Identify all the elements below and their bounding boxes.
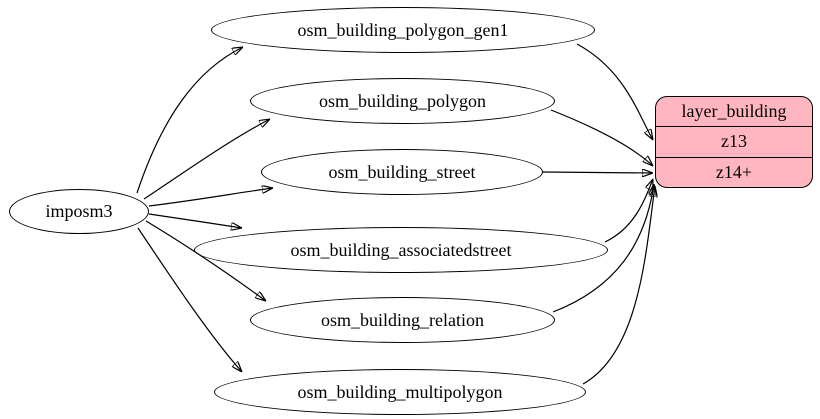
edge-street-to-z14 (542, 172, 653, 173)
edge-imposm3-to-associatedstreet (148, 213, 242, 228)
node-osm-building-multipolygon-label: osm_building_multipolygon (297, 381, 503, 402)
layer-node: layer_building z13 z14+ (655, 96, 813, 188)
edge-imposm3-to-street (148, 188, 273, 207)
layer-node-title: layer_building (681, 101, 787, 122)
node-imposm3-label: imposm3 (45, 201, 113, 221)
node-osm-building-polygon: osm_building_polygon (250, 78, 555, 124)
edge-polygon-to-z14 (550, 109, 653, 166)
layer-node-z14-label: z14+ (715, 161, 753, 182)
layer-node-z13-row: z13 (656, 126, 812, 156)
node-osm-building-associatedstreet-label: osm_building_associatedstreet (290, 239, 512, 260)
layer-node-z13-label: z13 (721, 131, 747, 152)
edge-imposm3-to-polygon-gen1 (136, 47, 243, 194)
node-osm-building-polygon-gen1: osm_building_polygon_gen1 (211, 7, 595, 53)
layer-node-z14-row: z14+ (656, 156, 812, 187)
node-osm-building-associatedstreet: osm_building_associatedstreet (194, 227, 608, 273)
node-osm-building-polygon-label: osm_building_polygon (318, 90, 486, 111)
node-osm-building-relation-label: osm_building_relation (321, 309, 484, 330)
edge-multipolygon-to-z14 (582, 186, 655, 385)
edge-imposm3-to-polygon (143, 119, 270, 200)
node-osm-building-street: osm_building_street (261, 149, 543, 195)
edge-associatedstreet-to-z14 (604, 179, 653, 243)
node-osm-building-street-label: osm_building_street (328, 161, 476, 182)
node-imposm3: imposm3 (9, 189, 149, 234)
node-osm-building-relation: osm_building_relation (250, 297, 555, 343)
edge-polygon-gen1-to-z13 (576, 43, 653, 140)
node-osm-building-multipolygon: osm_building_multipolygon (214, 369, 586, 415)
node-osm-building-polygon-gen1-label: osm_building_polygon_gen1 (297, 19, 509, 40)
layer-node-title-row: layer_building (656, 97, 812, 126)
